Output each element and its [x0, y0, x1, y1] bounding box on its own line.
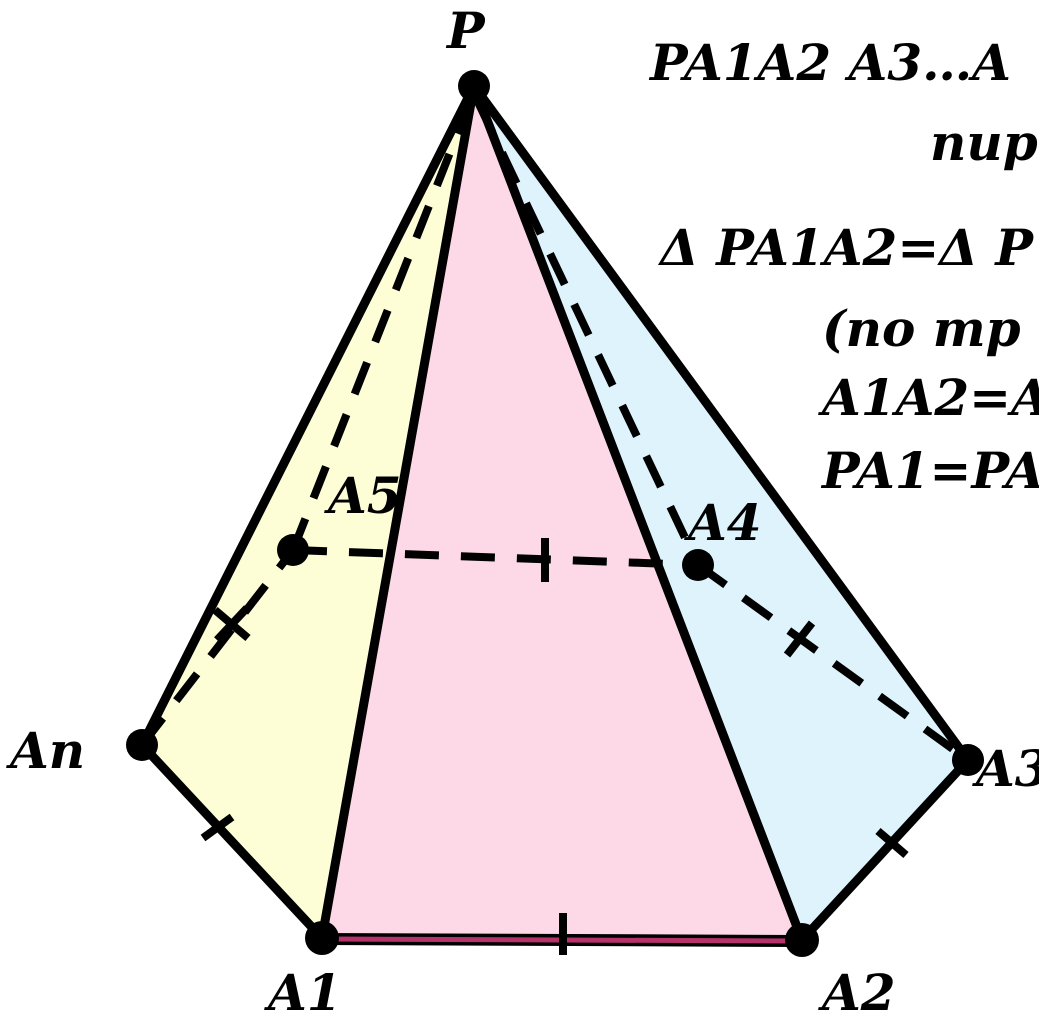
right-face	[474, 86, 968, 940]
edge-an-a1	[137, 740, 327, 943]
vertex-labels: P A5 A4 An A3 A1 A2	[6, 1, 1039, 1018]
text-line-5: A1A2=A	[818, 368, 1039, 427]
vertex-a3	[952, 744, 984, 776]
tick-a4-a3	[783, 620, 816, 658]
vertex-a4	[682, 549, 714, 581]
hidden-edges	[138, 100, 971, 764]
left-face	[142, 86, 474, 938]
vertex-a2	[785, 923, 819, 957]
tick-a2-a3	[875, 827, 909, 859]
label-a4: A4	[684, 493, 762, 552]
label-a1: A1	[264, 963, 342, 1013]
label-a3: A3	[972, 739, 1039, 798]
vertex-a5	[277, 534, 309, 566]
tick-marks	[200, 538, 909, 955]
text-line-6: PA1=PA	[820, 441, 1039, 500]
edge-a2-a3	[797, 755, 973, 945]
edge-p-a1	[317, 81, 479, 943]
text-line-2: nup	[930, 113, 1038, 172]
description-text: PA1A2 A3…A nup Δ PA1A2=Δ P (no mp A1A2=A…	[648, 33, 1039, 500]
vertices	[126, 70, 984, 957]
edge-an-a5	[138, 547, 297, 748]
label-an: An	[6, 721, 85, 780]
tick-an-a5-2	[214, 605, 250, 643]
text-line-4: (no mp	[822, 299, 1021, 358]
front-face	[322, 86, 802, 940]
edge-p-a3	[469, 81, 973, 765]
tick-an-a1	[200, 813, 235, 842]
vertex-p	[458, 70, 490, 102]
text-line-3: Δ PA1A2=Δ P	[657, 218, 1034, 277]
text-line-1: PA1A2 A3…A	[648, 33, 1011, 92]
edge-p-a2	[469, 81, 807, 945]
vertex-a1	[305, 921, 339, 955]
edge-a5-a4	[292, 546, 699, 569]
edge-p-an	[137, 81, 479, 750]
label-a5: A5	[324, 466, 402, 525]
vertex-an	[126, 729, 158, 761]
label-a2: A2	[818, 963, 896, 1013]
edge-p-a5	[289, 100, 474, 552]
edge-p-a4	[474, 100, 702, 567]
label-p: P	[445, 1, 486, 60]
